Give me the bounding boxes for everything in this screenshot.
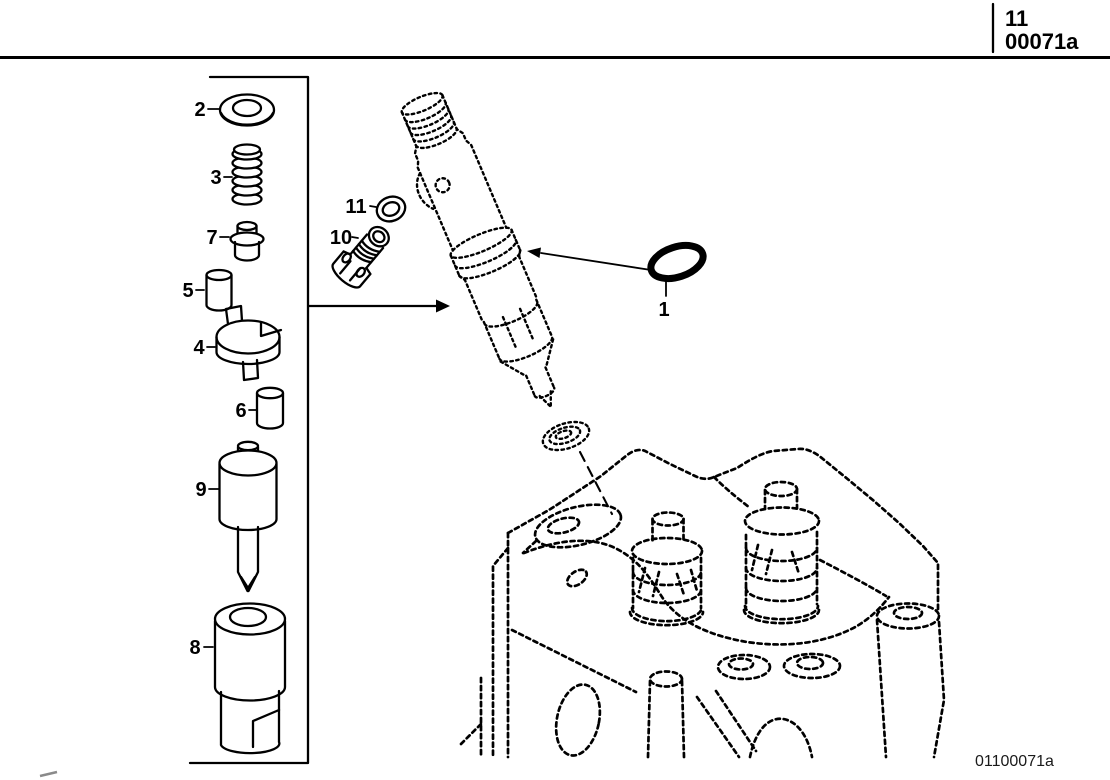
callout-5-label: 5 [182,280,193,302]
o-ring-arrow-icon [527,247,541,258]
callout-3-label: 3 [210,167,221,189]
callout-2: 2 [194,99,221,121]
callout-7-label: 7 [206,227,217,249]
callout-11-label: 11 [345,196,366,218]
callout-9-label: 9 [195,479,206,501]
part-8-cap-nut [213,602,287,755]
part-5-pin [205,268,233,312]
callout-10-label: 10 [330,227,352,249]
injector-body-phantom [400,91,556,408]
valve-assembly-front [628,511,705,627]
callout-8-label: 8 [189,637,200,659]
part-1-o-ring [647,241,707,283]
callout-1: 1 [658,280,670,321]
bracket-arrow-icon [436,299,450,313]
part-4-cap [215,304,283,382]
part-10-fitting [331,225,390,289]
valve-assembly-rear [742,480,821,625]
callout-10: 10 [330,227,359,249]
page-header: 11 00071a [0,2,1110,59]
part-3-spring [231,143,263,206]
nozzle-washer-phantom [541,420,591,452]
corner-mark [39,770,58,778]
callout-11: 11 [345,196,377,218]
part-9-nozzle [218,440,278,593]
footer-drawing-code: 01100071a [975,753,1054,770]
part-2-washer [218,93,276,127]
callout-4: 4 [193,337,216,359]
callout-2-label: 2 [194,99,205,121]
callout-1-label: 1 [658,299,669,321]
bottom-boss [646,670,686,759]
stud-boss [875,602,946,759]
parts-group-bracket [188,75,450,765]
part-6-sleeve [255,386,285,430]
callout-6-label: 6 [235,400,246,422]
part-11-seal-ring [375,195,407,223]
callout-3: 3 [210,167,233,189]
callout-5: 5 [182,280,205,302]
callout-6: 6 [235,400,257,422]
callout-8: 8 [189,637,214,659]
alignment-dashed-leader [578,450,614,516]
o-ring-pointer [527,247,652,271]
header-diagram-code: 00071a [1005,29,1079,54]
cylinder-head-phantom [459,447,946,759]
callout-4-label: 4 [193,337,205,359]
part-7-fitting [229,220,265,262]
callout-9: 9 [195,479,220,501]
callout-7: 7 [206,227,230,249]
header-section-number: 11 [1005,6,1028,31]
